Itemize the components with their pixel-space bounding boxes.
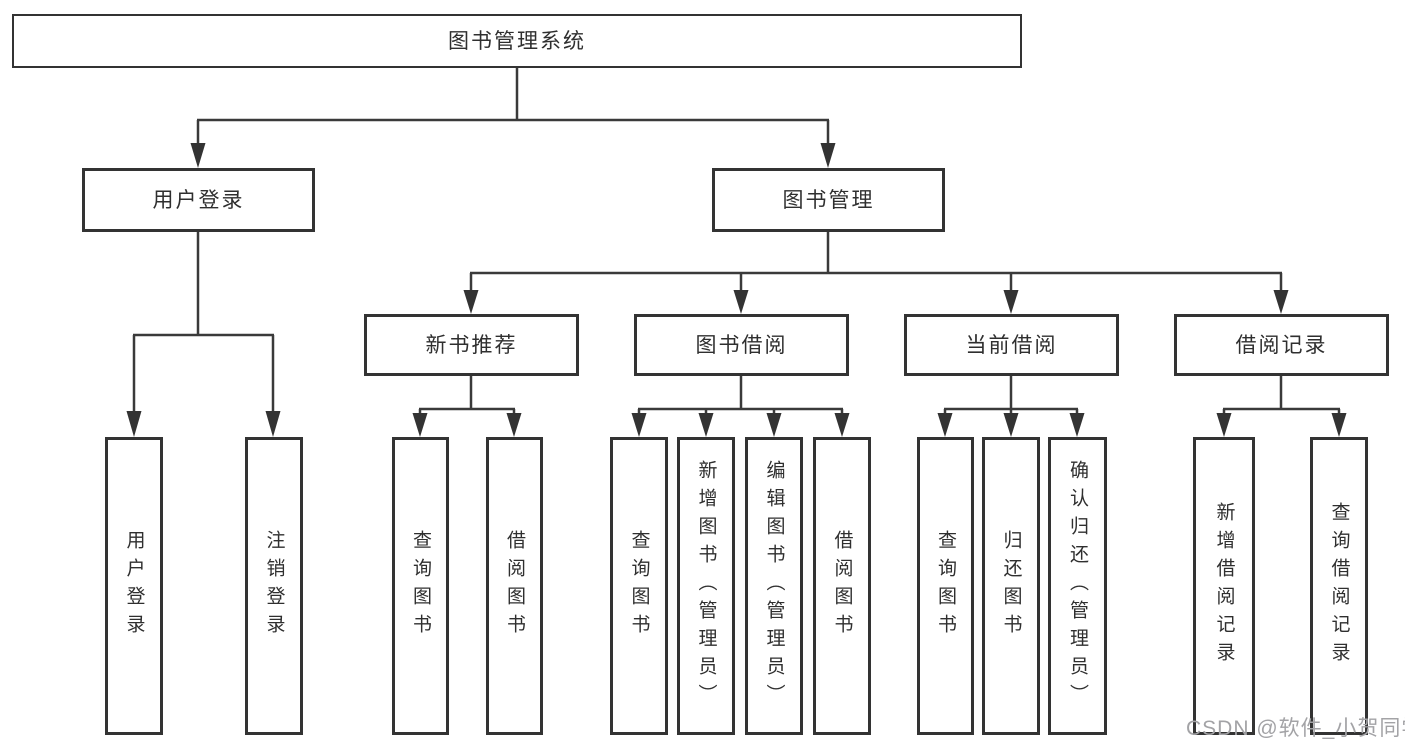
node-add-book-admin: 新增图书（管理员） xyxy=(677,437,735,735)
node-borrow-books-2: 借阅图书 xyxy=(813,437,871,735)
arrow-query-books-2 xyxy=(631,413,647,437)
arrow-query-books-1 xyxy=(412,413,428,437)
node-borrow-records: 借阅记录 xyxy=(1174,314,1389,376)
watermark: CSDN @软件_小贺同学 xyxy=(1186,717,1405,740)
node-query-borrow-record-label: 查询借阅记录 xyxy=(1328,502,1350,670)
node-logout: 注销登录 xyxy=(245,437,303,735)
arrow-book-borrow xyxy=(733,290,749,314)
node-add-borrow-record: 新增借阅记录 xyxy=(1193,437,1255,735)
arrow-new-book xyxy=(463,290,479,314)
arrow-add-book xyxy=(698,413,714,437)
arrow-user-login xyxy=(190,143,206,168)
node-query-books-3: 查询图书 xyxy=(917,437,974,735)
node-root: 图书管理系统 xyxy=(12,14,1022,68)
node-add-book-admin-label: 新增图书（管理员） xyxy=(695,460,717,712)
node-book-borrow-label: 图书借阅 xyxy=(695,333,788,357)
node-query-books-2-label: 查询图书 xyxy=(628,530,650,642)
node-current-borrow: 当前借阅 xyxy=(904,314,1119,376)
node-query-books-1-label: 查询图书 xyxy=(410,530,431,642)
node-borrow-records-label: 借阅记录 xyxy=(1235,333,1328,357)
arrow-user-login-leaf xyxy=(126,411,142,437)
arrow-query-borrow-record xyxy=(1331,413,1347,437)
arrow-add-borrow-record xyxy=(1216,413,1232,437)
node-query-books-3-label: 查询图书 xyxy=(935,530,956,642)
arrow-borrow-books-1 xyxy=(506,413,522,437)
node-borrow-books-1: 借阅图书 xyxy=(486,437,543,735)
node-current-borrow-label: 当前借阅 xyxy=(965,333,1058,357)
node-user-login-label: 用户登录 xyxy=(152,188,245,212)
arrow-return-books xyxy=(1003,413,1019,437)
arrow-confirm-return xyxy=(1069,413,1085,437)
node-user-login: 用户登录 xyxy=(82,168,315,232)
node-book-management-label: 图书管理 xyxy=(782,188,875,212)
node-confirm-return-admin-label: 确认归还（管理员） xyxy=(1067,460,1088,712)
node-borrow-books-1-label: 借阅图书 xyxy=(504,530,525,642)
node-query-books-1: 查询图书 xyxy=(392,437,449,735)
node-user-login-leaf: 用户登录 xyxy=(105,437,163,735)
arrow-borrow-records xyxy=(1273,290,1289,314)
node-new-book-recommend: 新书推荐 xyxy=(364,314,579,376)
node-return-books: 归还图书 xyxy=(982,437,1040,735)
arrow-logout-leaf xyxy=(265,411,281,437)
node-query-borrow-record: 查询借阅记录 xyxy=(1310,437,1368,735)
node-root-label: 图书管理系统 xyxy=(448,29,586,53)
arrow-current-borrow xyxy=(1003,290,1019,314)
arrow-edit-book xyxy=(766,413,782,437)
arrow-borrow-books-2 xyxy=(834,413,850,437)
node-edit-book-admin: 编辑图书（管理员） xyxy=(745,437,803,735)
node-book-borrow: 图书借阅 xyxy=(634,314,849,376)
node-borrow-books-2-label: 借阅图书 xyxy=(831,530,853,642)
arrow-book-management xyxy=(820,143,836,168)
node-add-borrow-record-label: 新增借阅记录 xyxy=(1213,502,1235,670)
arrowheads xyxy=(126,143,1347,437)
node-edit-book-admin-label: 编辑图书（管理员） xyxy=(763,460,785,712)
node-new-book-recommend-label: 新书推荐 xyxy=(425,333,518,357)
node-confirm-return-admin: 确认归还（管理员） xyxy=(1048,437,1107,735)
node-return-books-label: 归还图书 xyxy=(1000,530,1022,642)
node-book-management: 图书管理 xyxy=(712,168,945,232)
arrow-query-books-3 xyxy=(937,413,953,437)
node-user-login-leaf-label: 用户登录 xyxy=(123,530,145,642)
node-query-books-2: 查询图书 xyxy=(610,437,668,735)
node-logout-label: 注销登录 xyxy=(263,530,285,642)
